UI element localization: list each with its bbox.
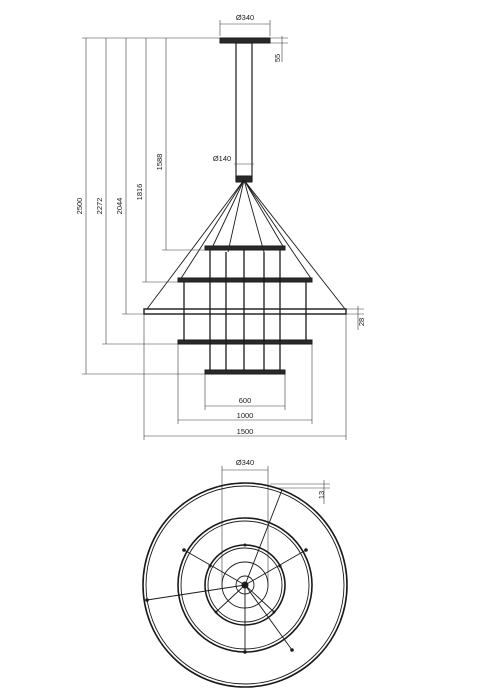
ring-1000-lower [177,339,313,345]
top-connectors [145,543,308,654]
ring-600-bottom [204,369,286,375]
canopy-height-label: 55 [273,54,282,62]
ring-1500 [143,308,347,315]
height-total-label: 2500 [75,198,84,215]
width-600-label: 600 [239,396,252,405]
height-2272-label: 2272 [95,198,104,215]
width-1000-label: 1000 [237,411,254,420]
suspension-cables [146,179,346,310]
ring-thickness-label: 28 [357,318,366,326]
height-dimensions [82,37,220,375]
hub-diameter-label: Ø140 [213,154,231,163]
side-view: Ø340 55 Ø140 28 [75,13,366,440]
top-ring-1500-outer [142,482,348,688]
vertical-rods [183,250,307,370]
height-1816-label: 1816 [135,184,144,201]
top-ring-1500-inner [145,485,345,685]
ring-profile-label: 13 [317,491,326,499]
height-2044-label: 2044 [115,198,124,215]
ring-600-top [204,245,286,251]
width-1500-label: 1500 [237,427,254,436]
suspension-rod [235,42,253,181]
height-1588-label: 1588 [155,154,164,171]
width-dimensions [143,314,347,440]
canopy-diameter-label: Ø340 [236,13,254,22]
top-spokes [146,489,307,652]
top-view: Ø340 13 [142,458,348,688]
ring-1000-upper [177,277,313,283]
top-canopy-diameter-label: Ø340 [236,458,254,467]
canopy [219,37,271,44]
